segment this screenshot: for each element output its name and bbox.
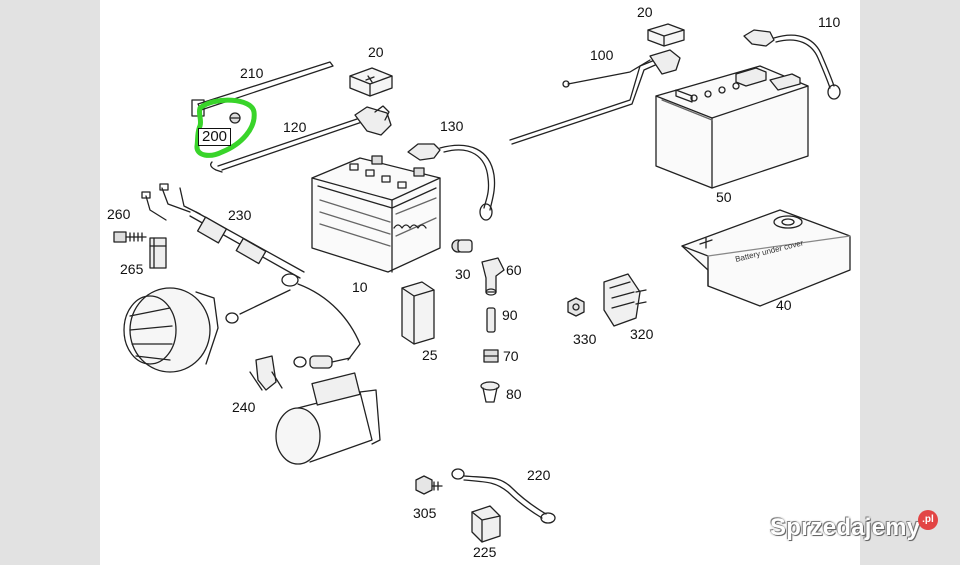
watermark-badge: .pl (918, 510, 938, 530)
part-40-battery-cover (681, 209, 851, 307)
label-60: 60 (506, 262, 522, 278)
label-110: 110 (818, 14, 841, 30)
label-230: 230 (228, 207, 252, 223)
part-110-cable (743, 29, 841, 100)
part-20-terminal-cover-left (349, 67, 393, 97)
label-260: 260 (107, 206, 131, 222)
starter-motor (275, 355, 381, 465)
part-120-cable (210, 105, 392, 173)
alternator (123, 287, 219, 373)
part-25-holder (401, 281, 435, 345)
part-10-battery (311, 155, 441, 273)
part-305-bolt (415, 475, 443, 495)
label-70: 70 (503, 348, 519, 364)
part-60-elbow (481, 257, 505, 296)
label-20-right: 20 (637, 4, 653, 20)
label-330: 330 (573, 331, 597, 347)
label-20-left: 20 (368, 44, 384, 60)
part-100-cable (509, 49, 681, 145)
part-225-holder (471, 505, 501, 543)
part-80-grommet (480, 381, 500, 403)
part-220-ground-strap (451, 468, 556, 524)
label-120: 120 (283, 119, 307, 135)
watermark-logo: Sprzedajemy (770, 514, 921, 541)
label-210: 210 (240, 65, 264, 81)
label-240: 240 (232, 399, 256, 415)
part-20-terminal-cover-right (647, 23, 685, 47)
part-260-bolt (113, 231, 147, 243)
label-200: 200 (198, 128, 232, 146)
label-100: 100 (590, 47, 614, 63)
part-260-wiring (141, 183, 201, 221)
part-30-plug (451, 239, 473, 253)
label-225: 225 (473, 544, 497, 560)
part-70-nut (483, 349, 499, 363)
part-200-nut (229, 112, 241, 124)
highlight-circle (194, 97, 257, 158)
label-130: 130 (440, 118, 464, 134)
label-25: 25 (422, 347, 438, 363)
part-130-cable (407, 143, 496, 221)
label-220: 220 (527, 467, 551, 483)
part-320-clamp (603, 273, 647, 327)
label-80: 80 (506, 386, 522, 402)
right-margin-band (860, 0, 960, 565)
left-margin-band (0, 0, 100, 565)
part-230-harness (189, 211, 361, 361)
part-265-clip (149, 237, 167, 269)
label-30: 30 (455, 266, 471, 282)
label-265: 265 (120, 261, 144, 277)
label-90: 90 (502, 307, 518, 323)
part-50-battery (655, 65, 809, 189)
label-320: 320 (630, 326, 654, 342)
label-305: 305 (413, 505, 437, 521)
label-10: 10 (352, 279, 368, 295)
part-330-nut (567, 297, 585, 317)
part-90-pin (486, 307, 496, 333)
part-240-bracket (249, 355, 283, 391)
label-40: 40 (776, 297, 792, 313)
label-50: 50 (716, 189, 732, 205)
